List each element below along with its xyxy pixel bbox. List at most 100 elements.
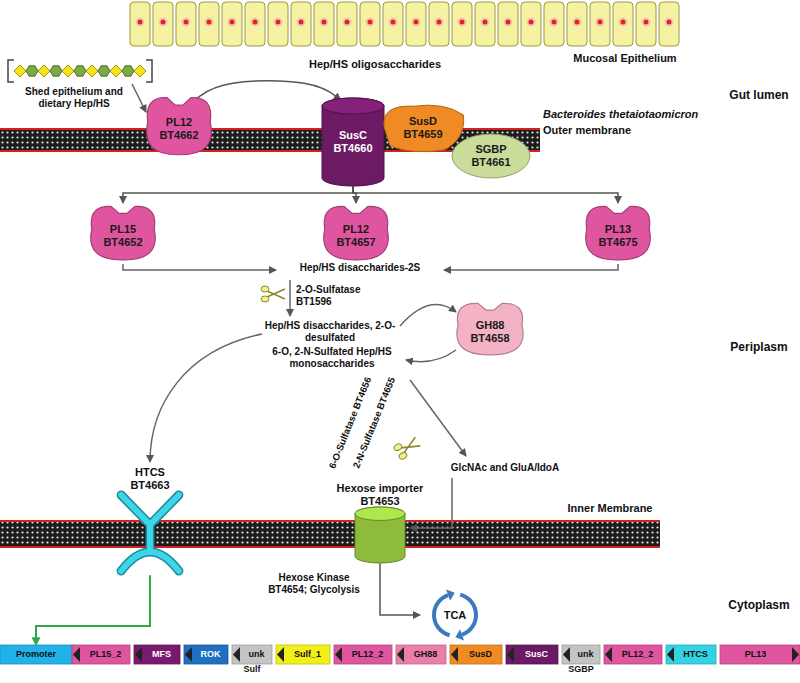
node-label: SusD [469,649,492,659]
illustration-part [337,2,357,46]
shape-path [91,206,156,259]
illustration-part [667,20,672,25]
node-label: SusC [525,649,548,659]
illustration-part [0,520,660,522]
illustration-part [521,2,541,46]
node-label: GH88 BT4658 [464,319,516,344]
flow-arrow [410,380,466,456]
illustration-part [153,2,173,46]
gene-arrow: PL12_2 [604,645,662,664]
shape-box: ROK [184,645,228,664]
flow-connector [380,563,420,615]
annotation-text: Periplasm [722,340,796,354]
shape-box: PL15 BT4652 [84,203,162,261]
node-label: HTCS [683,649,708,659]
illustration-part [437,20,442,25]
shape-path [322,98,384,186]
illustration-part [527,18,536,27]
shape-path [322,98,384,114]
gene-arrow: SusD [450,645,502,664]
illustration-part [414,20,419,25]
illustration-part [406,2,426,46]
illustration-part [291,2,311,46]
illustration-part [130,2,150,46]
illustration-part [550,18,559,27]
illustration-part [621,20,626,25]
shape-box: Promoter [0,645,72,664]
node-label: Promoter [16,649,56,659]
illustration-part [205,18,214,27]
shape-path [72,645,130,664]
shape-path [184,645,228,664]
annotation-text: Cytoplasm [722,598,796,612]
illustration-part [134,65,146,77]
node-caption: Hexose importer BT4653 [330,482,430,507]
illustration-part [596,18,605,27]
shape-path [450,645,502,664]
node-label: PL12_2 [622,649,654,659]
node-label: ROK [201,649,221,659]
shape-path [451,647,458,662]
illustration-part [412,18,421,27]
shape-box: PL15_2 [72,645,130,664]
illustration-part [0,546,660,548]
enzyme-shape: PL12 BT4662 [140,94,218,156]
annotation-text: Inner Membrane [560,502,660,515]
illustration-part [98,66,110,76]
illustration-part [297,18,306,27]
shape-path [507,647,514,662]
gene-arrow: PL15_2 [72,645,130,664]
flow-connector [36,575,150,645]
shape-box: PL12_2 [604,645,662,664]
illustration-part [590,2,610,46]
node-caption: Sulf [244,664,261,674]
illustration-part [176,2,196,46]
node-label: SGBP BT4661 [465,143,517,168]
illustration-part [481,18,490,27]
node-caption: HTCS BT4663 [120,466,180,491]
shape-box: PL12_2 [334,645,392,664]
gene-arrow: MFS [134,645,180,664]
shape-path [334,645,392,664]
illustration-part [14,65,26,77]
illustration-part [659,2,679,46]
annotation-text: Hexose Kinase BT4654; Glycolysis [258,572,370,596]
importer-cylinder: Hexose importer BT4653 [330,482,430,563]
gene-arrow: Promoter [0,645,72,664]
shape-path [397,647,404,662]
illustration-part [268,2,288,46]
flow-arrow [406,350,456,362]
enzyme-shape: PL12 BT4657 [317,203,395,261]
illustration-part [161,20,166,25]
shape-box: SGBP BT4661 [452,134,530,178]
shape-box: HTCS [666,645,716,664]
shape-box: Sulf_1 [276,645,330,664]
enzyme-shape: GH88 BT4658 [450,300,530,356]
illustration-part [110,65,122,77]
shape-box: PL13 [720,645,800,664]
illustration-part [251,18,260,27]
shape-path [324,206,389,259]
shape-path [0,645,72,664]
gene-arrow: GH88 [396,645,446,664]
node-label: SusC BT4660 [328,129,378,154]
illustration-part [552,20,557,25]
shape-path [185,647,192,662]
illustration-part [613,2,633,46]
gene-arrow: SusC [506,645,558,664]
flow-arrow [289,280,291,316]
enzyme-shape: PL15 BT4652 [84,203,162,261]
illustration-part [253,20,258,25]
shape-path [452,134,530,178]
shape-box: unk [562,645,600,664]
illustration-part [573,18,582,27]
node-label: unk [248,649,264,659]
illustration-part [636,2,656,46]
illustration-part [320,18,329,27]
illustration-part [38,65,50,77]
shape-path [384,105,464,152]
illustration-part [665,18,674,27]
shape-path [276,645,330,664]
illustration-part [50,66,62,76]
illustration-part [483,20,488,25]
